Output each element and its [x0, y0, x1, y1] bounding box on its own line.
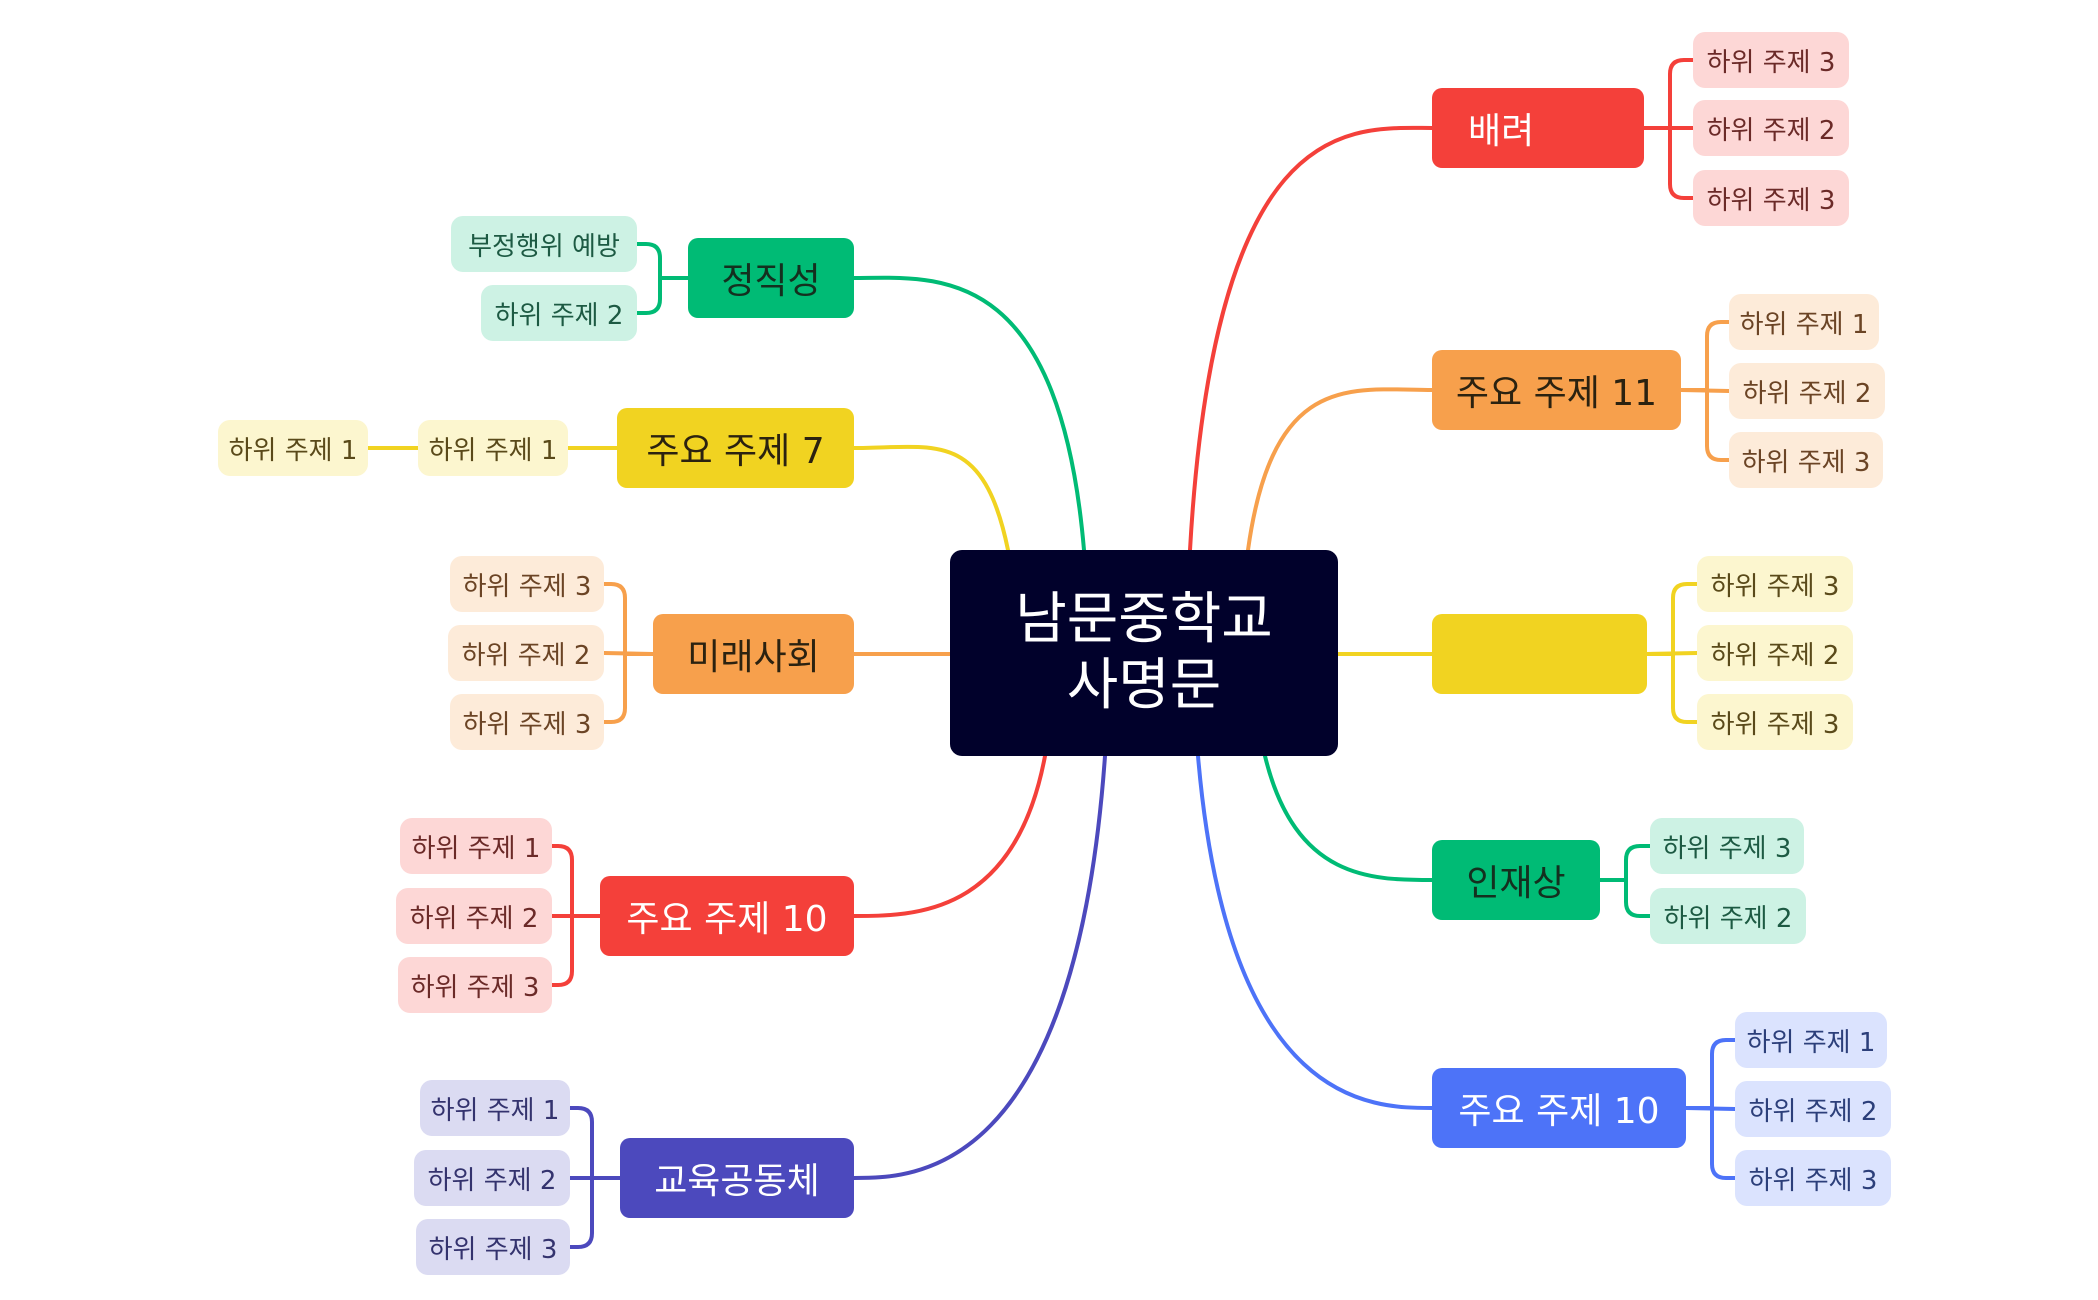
- edge-center-left-4: [852, 754, 1047, 918]
- edge-right-1-sub-1: [1642, 58, 1695, 130]
- subtopic-right-4-2[interactable]: 하위 주제 2: [1650, 888, 1806, 944]
- subsubtopic-left-2-1-1[interactable]: 하위 주제 1: [218, 420, 368, 476]
- edge-center-left-1: [852, 275, 1086, 552]
- edge-left-1-sub-2: [635, 276, 690, 315]
- main-topic-right-1[interactable]: 배려: [1432, 88, 1644, 168]
- edge-right-3-sub-3: [1645, 652, 1699, 724]
- subtopic-right-5-3[interactable]: 하위 주제 3: [1735, 1150, 1891, 1206]
- edge-right-2-sub-1: [1679, 320, 1731, 392]
- edge-right-4-sub-1: [1598, 844, 1652, 882]
- edge-center-right-5: [1196, 754, 1434, 1110]
- main-topic-right-3[interactable]: [1432, 614, 1647, 694]
- central-topic-line-1: 남문중학교: [1015, 587, 1273, 652]
- subtopic-left-3-3[interactable]: 하위 주제 3: [450, 694, 604, 750]
- edge-left-1-sub-1: [635, 242, 690, 280]
- edge-center-right-2: [1246, 387, 1434, 552]
- subtopic-right-5-2[interactable]: 하위 주제 2: [1735, 1081, 1891, 1137]
- edge-left-3-sub-3: [602, 652, 655, 724]
- edge-right-2-sub-3: [1679, 388, 1731, 462]
- edge-left-4-sub-3: [550, 914, 602, 987]
- main-topic-right-2[interactable]: 주요 주제 11: [1432, 350, 1681, 430]
- edge-center-right-1: [1188, 125, 1434, 552]
- edge-left-3-sub-1: [602, 582, 655, 656]
- edge-right-1-sub-3: [1642, 126, 1695, 200]
- subtopic-right-2-3[interactable]: 하위 주제 3: [1729, 432, 1883, 488]
- subtopic-left-2-1[interactable]: 하위 주제 1: [418, 420, 568, 476]
- subtopic-left-1-2[interactable]: 하위 주제 2: [481, 285, 637, 341]
- edge-right-5-sub-1: [1684, 1038, 1737, 1110]
- main-topic-left-2[interactable]: 주요 주제 7: [617, 408, 854, 488]
- edge-left-5-sub-3: [568, 1176, 622, 1249]
- subtopic-left-4-3[interactable]: 하위 주제 3: [398, 957, 552, 1013]
- subtopic-right-5-1[interactable]: 하위 주제 1: [1735, 1012, 1887, 1068]
- subtopic-left-3-2[interactable]: 하위 주제 2: [448, 625, 604, 681]
- subtopic-right-3-3[interactable]: 하위 주제 3: [1697, 694, 1853, 750]
- subtopic-left-4-1[interactable]: 하위 주제 1: [400, 818, 552, 874]
- subtopic-right-1-3[interactable]: 하위 주제 3: [1693, 170, 1849, 226]
- subtopic-left-3-1[interactable]: 하위 주제 3: [450, 556, 604, 612]
- subtopic-right-2-1[interactable]: 하위 주제 1: [1729, 294, 1879, 350]
- central-topic-line-2: 사명문: [1066, 653, 1222, 718]
- central-topic[interactable]: 남문중학교 사명문: [950, 550, 1338, 756]
- edge-right-4-sub-2: [1598, 878, 1652, 918]
- subtopic-left-5-2[interactable]: 하위 주제 2: [414, 1150, 570, 1206]
- subtopic-right-1-1[interactable]: 하위 주제 3: [1693, 32, 1849, 88]
- edge-left-4-sub-1: [550, 844, 602, 918]
- main-topic-left-5[interactable]: 교육공동체: [620, 1138, 854, 1218]
- subtopic-left-5-3[interactable]: 하위 주제 3: [416, 1219, 570, 1275]
- edge-center-left-5: [852, 754, 1107, 1180]
- subtopic-left-5-1[interactable]: 하위 주제 1: [420, 1080, 570, 1136]
- edge-right-3-sub-1: [1645, 582, 1699, 656]
- main-topic-left-4[interactable]: 주요 주제 10: [600, 876, 854, 956]
- edge-center-left-2: [852, 444, 1010, 552]
- subtopic-left-4-2[interactable]: 하위 주제 2: [396, 888, 552, 944]
- subtopic-left-1-1[interactable]: 부정행위 예방: [451, 216, 637, 272]
- subtopic-right-3-1[interactable]: 하위 주제 3: [1697, 556, 1853, 612]
- main-topic-right-5[interactable]: 주요 주제 10: [1432, 1068, 1686, 1148]
- subtopic-right-1-2[interactable]: 하위 주제 2: [1693, 100, 1849, 156]
- subtopic-right-3-2[interactable]: 하위 주제 2: [1697, 625, 1853, 681]
- main-topic-left-1[interactable]: 정직성: [688, 238, 854, 318]
- main-topic-right-4[interactable]: 인재상: [1432, 840, 1600, 920]
- edge-right-5-sub-3: [1684, 1106, 1737, 1180]
- subtopic-right-2-2[interactable]: 하위 주제 2: [1729, 363, 1885, 419]
- subtopic-right-4-1[interactable]: 하위 주제 3: [1650, 818, 1804, 874]
- main-topic-left-3[interactable]: 미래사회: [653, 614, 854, 694]
- edge-center-right-4: [1263, 754, 1434, 882]
- edge-left-5-sub-1: [568, 1106, 622, 1180]
